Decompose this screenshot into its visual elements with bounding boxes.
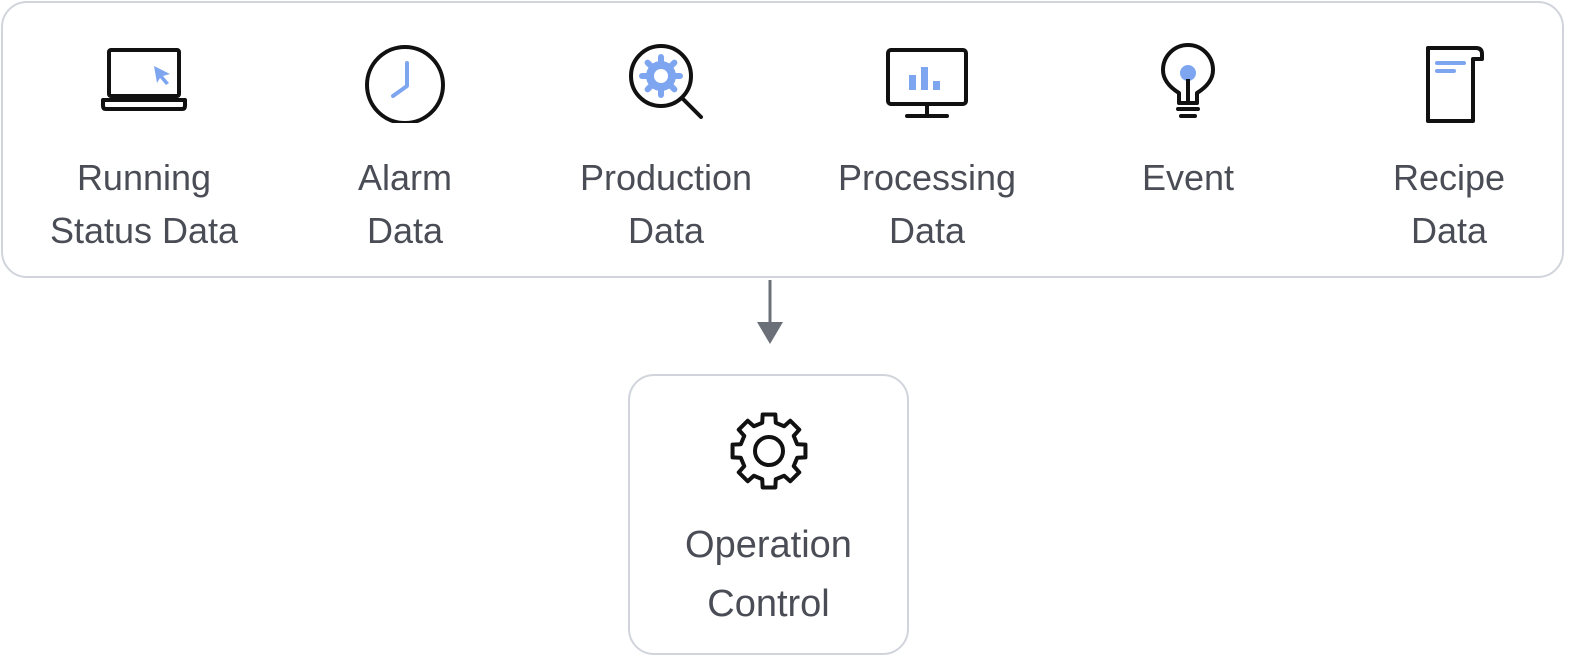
laptop-cursor-icon — [99, 43, 189, 123]
source-recipe-data: Recipe Data — [1329, 3, 1569, 276]
flow-arrow — [753, 278, 787, 348]
source-label: Recipe Data — [1392, 157, 1506, 251]
target-label: Operation Control — [685, 524, 852, 625]
data-sources-panel: Running Status Data Alarm Data — [1, 1, 1564, 278]
magnifier-gear-icon — [621, 43, 711, 123]
clock-icon — [360, 43, 450, 123]
operation-control-box: Operation Control — [628, 374, 909, 655]
source-production-data: Production Data — [546, 3, 786, 276]
gear-icon — [727, 409, 811, 493]
monitor-chart-icon — [882, 43, 972, 123]
document-icon — [1404, 43, 1494, 123]
source-running-status-data: Running Status Data — [24, 3, 264, 276]
lightbulb-icon — [1143, 43, 1233, 123]
source-processing-data: Processing Data — [807, 3, 1047, 276]
source-alarm-data: Alarm Data — [285, 3, 525, 276]
source-event: Event — [1068, 3, 1308, 276]
source-label: Production Data — [579, 157, 753, 251]
source-label: Alarm Data — [357, 157, 452, 251]
source-label: Event — [1141, 157, 1235, 198]
source-label: Running Status Data — [49, 157, 239, 251]
source-label: Processing Data — [837, 157, 1017, 251]
